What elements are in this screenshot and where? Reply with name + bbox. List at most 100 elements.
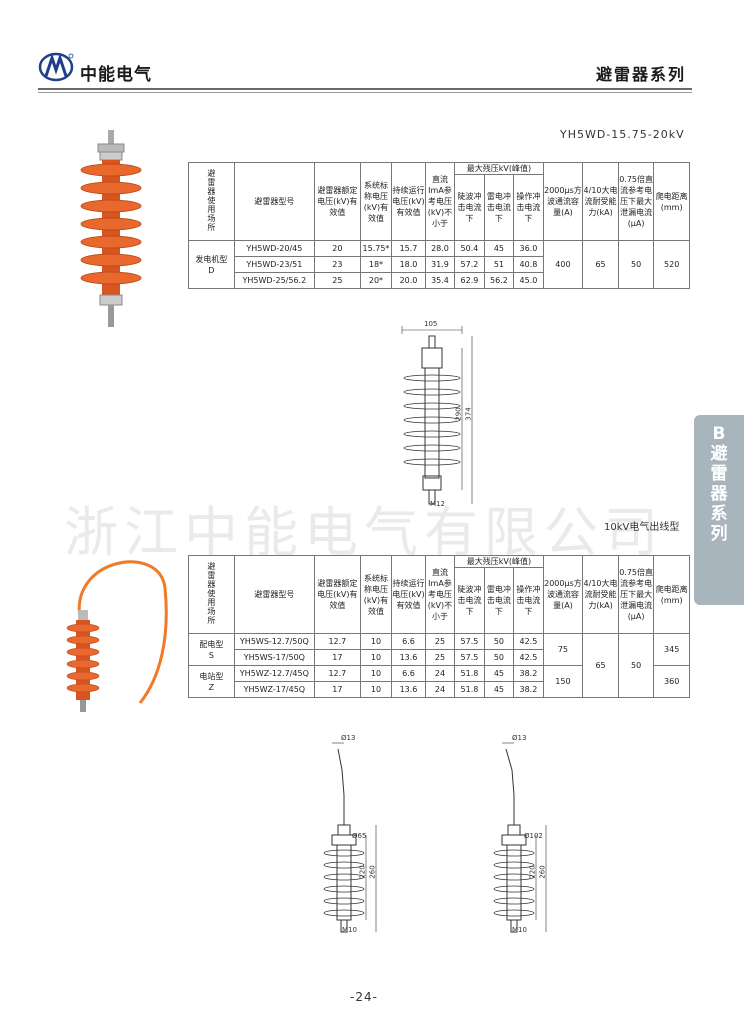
dimension-drawing-3 bbox=[493, 742, 547, 933]
cell: 6.6 bbox=[391, 633, 426, 650]
brand-name: 中能电气 bbox=[80, 65, 152, 85]
cell: 15.7 bbox=[391, 240, 426, 257]
table-row: YH5WD-25/56.2 25 20* 20.0 35.4 62.9 56.2… bbox=[189, 272, 690, 289]
section2-title: 10kV电气出线型 bbox=[604, 522, 680, 533]
cell: 42.5 bbox=[513, 633, 544, 650]
header-usage-text: 避雷器使用场所 bbox=[206, 561, 216, 625]
header-divider-thin bbox=[38, 92, 692, 93]
cell: 10 bbox=[359, 681, 393, 698]
header-lightning: 雷电冲击电流下 bbox=[483, 567, 515, 634]
dim2-dia: Ø65 bbox=[352, 832, 367, 840]
cell-high-current: 65 bbox=[582, 633, 619, 698]
cell: 18* bbox=[359, 256, 393, 273]
header-rated: 避雷器额定电压(kV)有效值 bbox=[314, 555, 361, 634]
cell: 50.4 bbox=[454, 240, 485, 257]
header-usage-text: 避雷器使用场所 bbox=[206, 168, 216, 232]
header-square: 2000μs方波通流容量(A) bbox=[542, 555, 584, 634]
cell: 38.2 bbox=[513, 665, 544, 682]
dimension-drawing-2 bbox=[323, 742, 377, 933]
table-row: YH5WS-17/50Q 17 10 13.6 25 57.5 50 42.5 bbox=[189, 649, 690, 666]
cell: 13.6 bbox=[391, 681, 426, 698]
header-steep: 陡波冲击电流下 bbox=[454, 174, 485, 241]
header-leakage: 0.75倍直流参考电压下最大泄漏电流(μA) bbox=[617, 162, 655, 241]
header-divider bbox=[38, 88, 692, 90]
dim2-h1: 220 bbox=[358, 865, 367, 879]
cell: 50 bbox=[483, 633, 515, 650]
cell-square-s: 75 bbox=[542, 633, 584, 666]
header-switching: 操作冲击电流下 bbox=[513, 174, 544, 241]
dimension-drawing-1 bbox=[401, 326, 473, 505]
dim-thread: M12 bbox=[430, 500, 445, 508]
spec-table-1: 避雷器使用场所 避雷器型号 避雷器额定电压(kV)有效值 系统标称电压(kV)有… bbox=[188, 162, 690, 289]
header-mcov: 持续运行电压(kV)有效值 bbox=[391, 555, 426, 634]
cell: 45 bbox=[483, 240, 515, 257]
cell: 45.0 bbox=[513, 272, 544, 289]
section-side-tab[interactable] bbox=[694, 415, 744, 605]
cell: 31.9 bbox=[424, 256, 456, 273]
header-mcov: 持续运行电压(kV)有效值 bbox=[391, 162, 426, 241]
dim3-thread: M10 bbox=[512, 926, 527, 934]
cell: 10 bbox=[359, 649, 393, 666]
usage-value-z: 电站型 bbox=[199, 671, 224, 681]
dim-h2: 374 bbox=[464, 407, 473, 421]
cell: YH5WS-17/50Q bbox=[233, 649, 316, 666]
cell: 12.7 bbox=[314, 665, 361, 682]
dim3-top: Ø13 bbox=[512, 734, 527, 742]
cell-creepage-z: 360 bbox=[653, 665, 690, 698]
cell: 51 bbox=[483, 256, 515, 273]
usage-code-s: S bbox=[208, 650, 214, 660]
cell: 38.2 bbox=[513, 681, 544, 698]
cell: 57.2 bbox=[454, 256, 485, 273]
cell: YH5WZ-12.7/45Q bbox=[233, 665, 316, 682]
cell: 18.0 bbox=[391, 256, 426, 273]
cell: 24 bbox=[424, 681, 456, 698]
cell: 45 bbox=[483, 665, 515, 682]
cell-leakage: 50 bbox=[617, 633, 655, 698]
cell: 20* bbox=[359, 272, 393, 289]
dim3-dia: Ø102 bbox=[524, 832, 543, 840]
cell: YH5WZ-17/45Q bbox=[233, 681, 316, 698]
cell: 25 bbox=[314, 272, 361, 289]
cell: YH5WD-20/45 bbox=[233, 240, 316, 257]
dim3-h2: 260 bbox=[538, 865, 547, 879]
cell: 15.75* bbox=[359, 240, 393, 257]
dim2-top: Ø13 bbox=[341, 734, 356, 742]
table-row: YH5WZ-17/45Q 17 10 13.6 24 51.8 45 38.2 bbox=[189, 681, 690, 698]
usage-code-z: Z bbox=[208, 682, 215, 692]
header-creepage: 爬电距离(mm) bbox=[653, 555, 690, 634]
cell: 25 bbox=[424, 633, 456, 650]
cell: 45 bbox=[483, 681, 515, 698]
header-dc-ref: 直流ImA参考电压(kV)不小于 bbox=[424, 162, 456, 241]
side-tab-text: B 避雷器系列 bbox=[710, 424, 728, 544]
header-switching: 操作冲击电流下 bbox=[513, 567, 544, 634]
cell: YH5WS-12.7/50Q bbox=[233, 633, 316, 650]
cell-square: 400 bbox=[542, 240, 584, 289]
cell: 51.8 bbox=[454, 665, 485, 682]
usage-code: D bbox=[208, 265, 215, 275]
header-model: 避雷器型号 bbox=[233, 555, 316, 634]
header-square: 2000μs方波通流容量(A) bbox=[542, 162, 584, 241]
page-number: -24- bbox=[350, 990, 378, 1004]
usage-value-s: 配电型 bbox=[199, 639, 224, 649]
cell-creepage-s: 345 bbox=[653, 633, 690, 666]
cell: 17 bbox=[314, 649, 361, 666]
model-range-title: YH5WD-15.75-20kV bbox=[560, 128, 685, 141]
cell-leakage: 50 bbox=[617, 240, 655, 289]
cell: YH5WD-25/56.2 bbox=[233, 272, 316, 289]
header-model: 避雷器型号 bbox=[233, 162, 316, 241]
header-leakage: 0.75倍直流参考电压下最大泄漏电流(μA) bbox=[617, 555, 655, 634]
cell-creepage: 520 bbox=[653, 240, 690, 289]
header-usage: 避雷器使用场所 bbox=[188, 162, 235, 241]
header-residual: 最大残压kV(峰值) bbox=[454, 555, 544, 568]
cell: 12.7 bbox=[314, 633, 361, 650]
header-rated: 避雷器额定电压(kV)有效值 bbox=[314, 162, 361, 241]
cell: 20 bbox=[314, 240, 361, 257]
header-lightning: 雷电冲击电流下 bbox=[483, 174, 515, 241]
header-creepage: 爬电距离(mm) bbox=[653, 162, 690, 241]
dim2-h2: 260 bbox=[368, 865, 377, 879]
header-high-current: 4/10大电流耐受能力(kA) bbox=[582, 555, 619, 634]
cell: 51.8 bbox=[454, 681, 485, 698]
